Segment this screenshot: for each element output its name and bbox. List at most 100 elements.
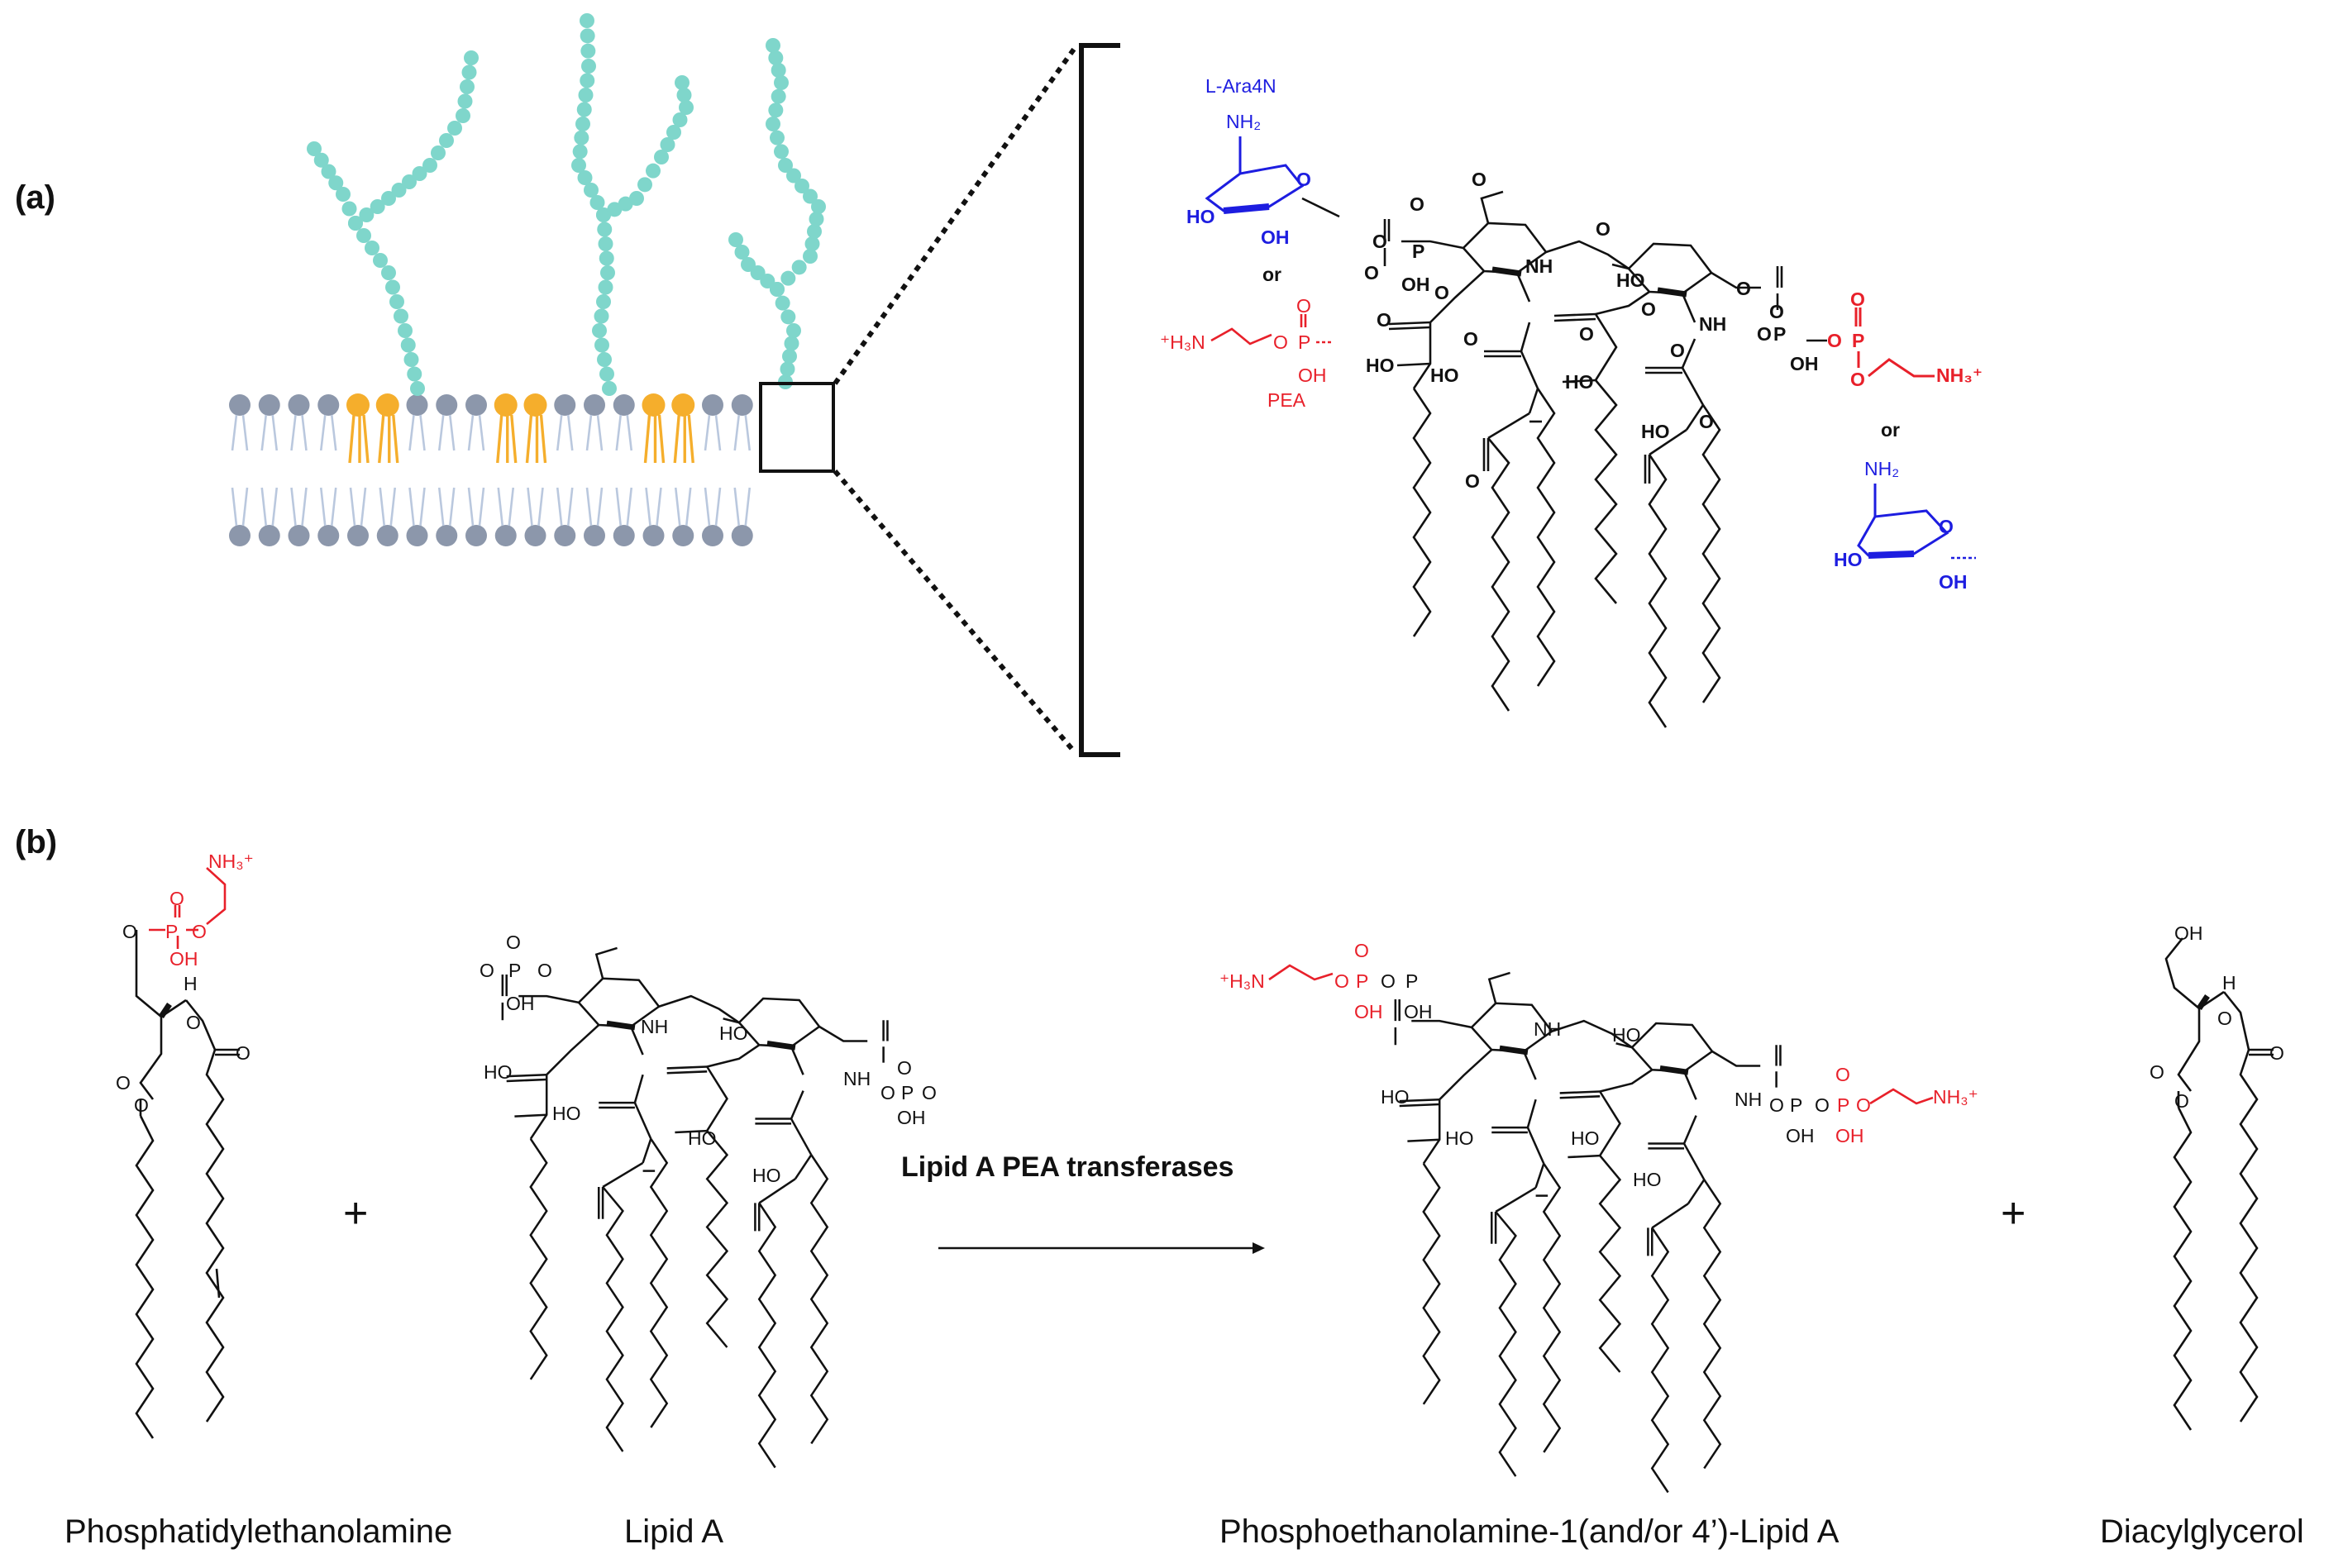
lps-bead bbox=[629, 191, 644, 206]
svg-text:HO: HO bbox=[1834, 549, 1863, 570]
svg-text:OH: OH bbox=[1404, 1001, 1433, 1022]
lps-bead bbox=[592, 323, 607, 338]
membrane-head-outer bbox=[731, 394, 753, 416]
lps-bead bbox=[791, 260, 807, 275]
membrane-head-inner bbox=[229, 525, 251, 546]
lps-bead bbox=[581, 59, 596, 74]
lps-bead bbox=[599, 250, 614, 266]
membrane-tail-outer bbox=[408, 414, 426, 451]
membrane-head-inner bbox=[317, 525, 340, 546]
pe-atom-labels: O P O O OH NH₃⁺ H O O O O bbox=[116, 851, 254, 1116]
lps-bead bbox=[461, 64, 477, 80]
membrane-tail-inner bbox=[556, 487, 574, 527]
lps-bead bbox=[460, 79, 475, 94]
lps-bead bbox=[654, 150, 669, 164]
membrane-tail-outer bbox=[260, 414, 279, 451]
svg-text:OH: OH bbox=[1401, 274, 1430, 295]
lps-bead bbox=[336, 187, 351, 202]
lps-bead bbox=[580, 13, 594, 28]
lps-bead bbox=[456, 108, 470, 123]
membrane-tail-inner bbox=[290, 487, 308, 527]
lps-bead bbox=[307, 141, 322, 156]
lps-bead bbox=[676, 88, 692, 102]
lps-bead bbox=[578, 88, 594, 102]
lps-bead bbox=[786, 323, 801, 338]
membrane-tail-outer bbox=[704, 414, 722, 451]
svg-text:NH: NH bbox=[843, 1068, 871, 1089]
svg-text:O: O bbox=[1296, 295, 1311, 317]
lps-bead bbox=[398, 323, 413, 338]
zoom-line-bottom bbox=[833, 469, 1077, 754]
lps-bead bbox=[778, 158, 793, 173]
svg-text:NH: NH bbox=[1534, 1018, 1561, 1040]
lps-bead bbox=[811, 199, 826, 214]
membrane-head-inner bbox=[554, 525, 576, 546]
membrane-tail-inner bbox=[615, 487, 633, 527]
lps-bead bbox=[464, 50, 479, 65]
membrane-head-inner bbox=[584, 525, 605, 546]
lps-bead bbox=[780, 270, 796, 286]
membrane-tail-inner bbox=[379, 487, 397, 527]
lps-bead bbox=[575, 117, 590, 131]
svg-text:HO: HO bbox=[719, 1022, 748, 1044]
svg-text:OH: OH bbox=[2174, 922, 2203, 944]
svg-text:HO: HO bbox=[1366, 355, 1395, 376]
zoom-box bbox=[759, 382, 835, 473]
svg-text:H: H bbox=[184, 973, 198, 994]
svg-text:O: O bbox=[1939, 516, 1954, 537]
or-label-right: or bbox=[1881, 419, 1900, 441]
lps-bead bbox=[774, 75, 789, 90]
zoom-line-top bbox=[833, 46, 1077, 385]
or-label-left: or bbox=[1262, 264, 1281, 285]
membrane-head-outer bbox=[436, 394, 458, 416]
membrane-head-inner bbox=[258, 525, 280, 546]
caption-diacylglycerol: Diacylglycerol bbox=[2100, 1513, 2304, 1550]
svg-text:HO: HO bbox=[1641, 421, 1670, 442]
lps-bead bbox=[600, 265, 615, 280]
membrane-tail-inner bbox=[704, 487, 722, 527]
svg-text:⁺H₃N: ⁺H₃N bbox=[1160, 331, 1205, 353]
lps-bead bbox=[381, 191, 396, 206]
lps-bead bbox=[728, 232, 743, 247]
membrane-head-outer bbox=[613, 394, 635, 416]
svg-text:O: O bbox=[236, 1042, 251, 1064]
membrane-tail-inner bbox=[231, 487, 249, 527]
svg-text:NH: NH bbox=[1525, 255, 1553, 277]
lps-bead bbox=[348, 216, 363, 231]
lps-bead bbox=[666, 125, 681, 140]
lps-bead bbox=[328, 175, 344, 191]
lipid-a-tail bbox=[673, 414, 694, 464]
svg-text:L-Ara4N: L-Ara4N bbox=[1205, 75, 1276, 97]
membrane-tail-inner bbox=[585, 487, 604, 527]
svg-text:HO: HO bbox=[1633, 1169, 1662, 1190]
lps-bead bbox=[784, 336, 799, 351]
svg-text:HO: HO bbox=[1430, 365, 1459, 386]
lps-bead bbox=[571, 158, 586, 173]
svg-text:O: O bbox=[1769, 1094, 1784, 1116]
pe-head-red bbox=[149, 867, 227, 949]
lps-bead bbox=[646, 163, 661, 179]
lps-bead bbox=[599, 366, 614, 382]
lps-bead bbox=[403, 352, 419, 367]
lipid-a-tail bbox=[525, 414, 547, 464]
lps-bead bbox=[385, 279, 400, 295]
lps-bead bbox=[410, 381, 425, 396]
svg-text:OH: OH bbox=[506, 993, 535, 1014]
lps-bead bbox=[313, 152, 329, 168]
membrane-head-inner bbox=[436, 525, 458, 546]
svg-text:HO: HO bbox=[1565, 371, 1594, 393]
lps-bead bbox=[770, 130, 785, 145]
lps-bead bbox=[572, 144, 588, 160]
lipid-a-structure-a bbox=[1385, 192, 1782, 727]
lipid-a-head bbox=[494, 393, 518, 417]
lps-bead bbox=[786, 168, 801, 183]
svg-text:O: O bbox=[1410, 193, 1424, 215]
svg-text:O: O bbox=[1769, 301, 1784, 322]
svg-text:P: P bbox=[1852, 330, 1864, 351]
membrane-head-inner bbox=[465, 525, 487, 546]
lps-bead bbox=[584, 183, 599, 198]
lps-bead bbox=[321, 164, 336, 179]
svg-text:O: O bbox=[1579, 323, 1594, 345]
membrane-tail-outer bbox=[231, 414, 249, 451]
lps-bead bbox=[439, 133, 454, 148]
